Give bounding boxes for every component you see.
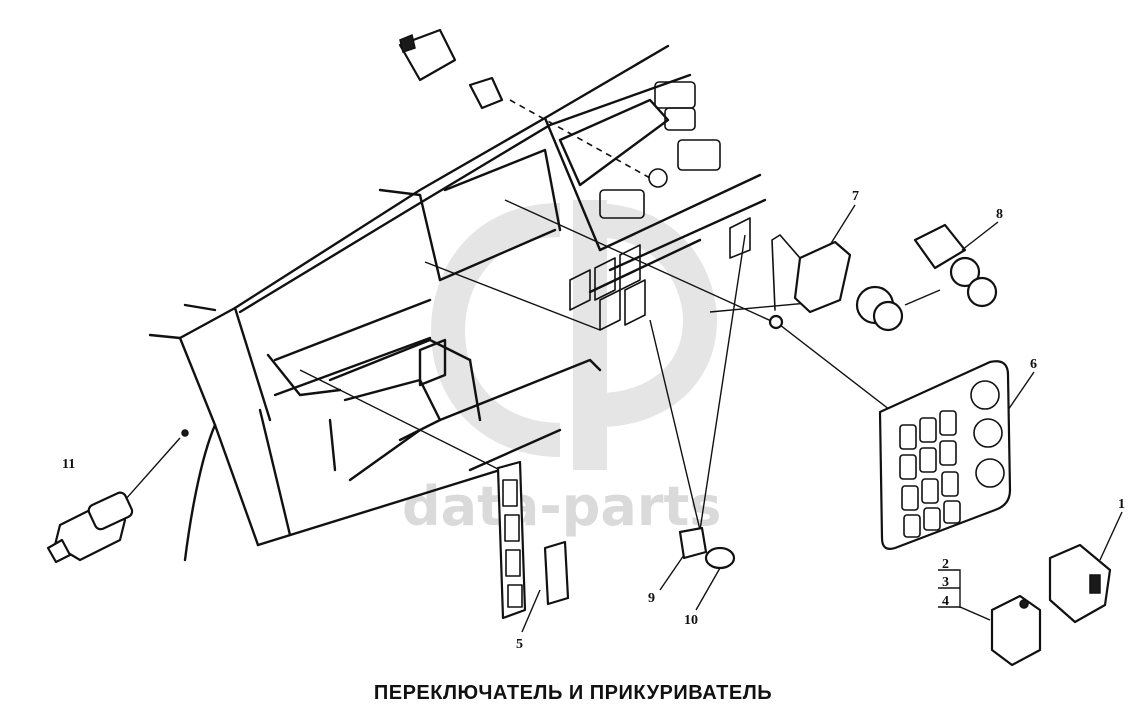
part-1-relay [1048, 511, 1123, 624]
callout-10: 10 [684, 613, 698, 628]
part-lamp-holder-top [398, 28, 504, 110]
callout-7: 7 [852, 189, 859, 204]
parts-2-3-4-relay-set [938, 569, 1042, 667]
callout-2: 2 [942, 557, 949, 572]
dashboard-panel [124, 44, 891, 562]
callout-5: 5 [516, 637, 523, 652]
part-8-lighter-element [904, 221, 999, 308]
part-7-lighter-socket [768, 204, 904, 332]
callout-3: 3 [942, 575, 949, 590]
callout-8: 8 [996, 207, 1003, 222]
watermark-text: data-parts [402, 475, 721, 538]
part-11-ignition-switch [46, 429, 189, 564]
callout-1: 1 [1118, 497, 1125, 512]
parts-9-10-bulbs [659, 526, 736, 611]
callout-11: 11 [62, 457, 75, 472]
diagram-caption: ПЕРЕКЛЮЧАТЕЛЬ И ПРИКУРИВАТЕЛЬ [373, 682, 773, 704]
callout-6: 6 [1030, 357, 1037, 372]
callout-9: 9 [648, 591, 655, 606]
part-6-switch-bezel [878, 360, 1035, 550]
callout-4: 4 [942, 594, 949, 609]
watermark-logo: data-parts [402, 200, 721, 538]
part-5-switch-strip [496, 460, 570, 633]
